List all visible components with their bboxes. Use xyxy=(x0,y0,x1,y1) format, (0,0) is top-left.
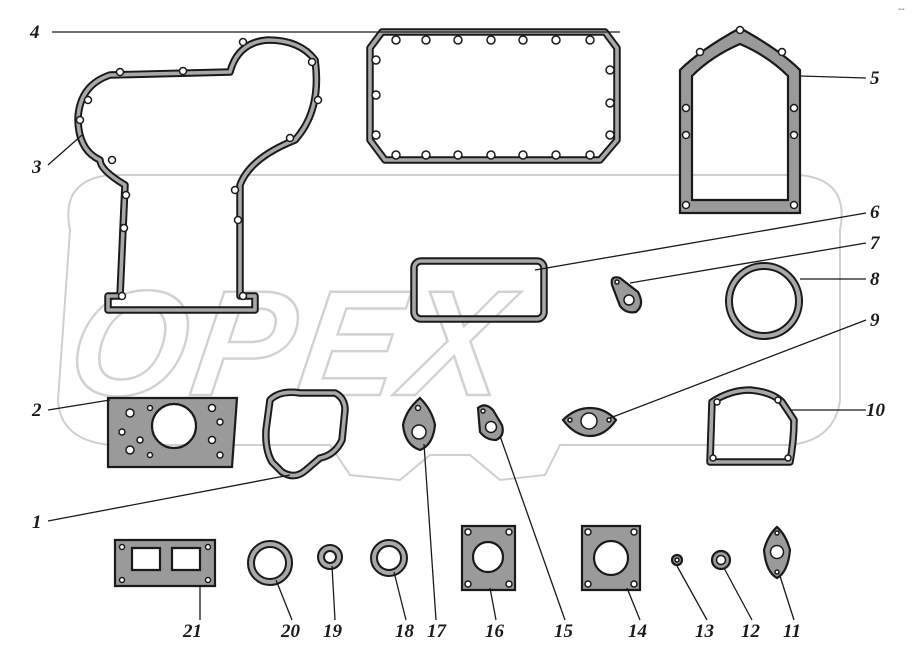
ring-large-8 xyxy=(725,262,803,340)
leader-20 xyxy=(275,579,293,621)
gasket-valve-cover-1 xyxy=(262,388,349,480)
bolt-holes xyxy=(681,25,799,210)
leader-12 xyxy=(723,567,753,621)
callout-3: 3 xyxy=(31,157,42,178)
callout-9: 9 xyxy=(870,310,880,331)
callout-18: 18 xyxy=(395,621,415,642)
leader-13 xyxy=(676,565,708,621)
gasket-square-14 xyxy=(580,524,642,592)
gasket-oil-pan xyxy=(366,28,621,164)
callout-10: 10 xyxy=(866,400,886,421)
callout-15: 15 xyxy=(554,621,574,642)
leader-7 xyxy=(629,242,867,284)
callout-17: 17 xyxy=(427,621,448,642)
leader-3 xyxy=(47,134,83,166)
leader-5 xyxy=(799,75,867,79)
gasket-plate-2 xyxy=(106,396,239,469)
callout-8: 8 xyxy=(870,269,880,290)
ring-20 xyxy=(247,540,293,586)
callout-numbers: 4 3 5 6 7 8 9 10 2 1 21 20 19 18 17 16 1… xyxy=(29,22,886,642)
bolt-holes xyxy=(118,403,224,459)
gasket-shaped-10 xyxy=(706,386,798,466)
callout-5: 5 xyxy=(870,68,880,89)
callout-2: 2 xyxy=(31,400,42,421)
callout-21: 21 xyxy=(182,621,202,642)
leader-6 xyxy=(534,212,867,271)
gasket-flange-17 xyxy=(401,396,437,452)
leader-15 xyxy=(499,435,566,621)
gasket-rear-cover xyxy=(678,25,802,215)
callout-4: 4 xyxy=(29,22,40,43)
leader-17 xyxy=(423,443,437,621)
gasket-double-window-21 xyxy=(113,538,217,588)
gasket-small-flange-7 xyxy=(610,276,643,314)
bolt-holes xyxy=(75,37,323,301)
leader-16 xyxy=(489,587,497,621)
leader-9 xyxy=(609,319,867,419)
callout-6: 6 xyxy=(870,202,880,223)
gasket-flange-15 xyxy=(476,404,504,442)
callout-7: 7 xyxy=(870,233,881,254)
leader-14 xyxy=(626,587,641,621)
callout-14: 14 xyxy=(628,621,647,642)
washer-13 xyxy=(670,553,684,567)
washer-12 xyxy=(710,549,732,571)
corner-mark: -- xyxy=(898,4,905,15)
leader-lines xyxy=(47,31,867,621)
ring-19 xyxy=(317,544,343,570)
leader-18 xyxy=(393,571,407,621)
gasket-rectangular xyxy=(410,257,548,323)
leader-19 xyxy=(331,565,336,621)
gasket-square-16 xyxy=(460,524,517,592)
opex-watermark: OPEX xyxy=(56,174,843,482)
callout-13: 13 xyxy=(695,621,714,642)
callout-19: 19 xyxy=(323,621,343,642)
gasket-timing-cover xyxy=(74,36,323,314)
callout-12: 12 xyxy=(741,621,761,642)
leader-11 xyxy=(779,575,795,621)
callout-20: 20 xyxy=(280,621,301,642)
ring-18 xyxy=(370,539,408,577)
gasket-flange-11 xyxy=(762,525,792,580)
leader-1 xyxy=(47,474,291,522)
gasket-oval-flange-9 xyxy=(561,406,618,438)
bolt-holes xyxy=(371,35,615,160)
watermark-gear-outline xyxy=(56,174,843,482)
leader-2 xyxy=(47,399,111,411)
callout-16: 16 xyxy=(485,621,505,642)
callout-1: 1 xyxy=(32,512,42,533)
callout-11: 11 xyxy=(783,621,801,642)
